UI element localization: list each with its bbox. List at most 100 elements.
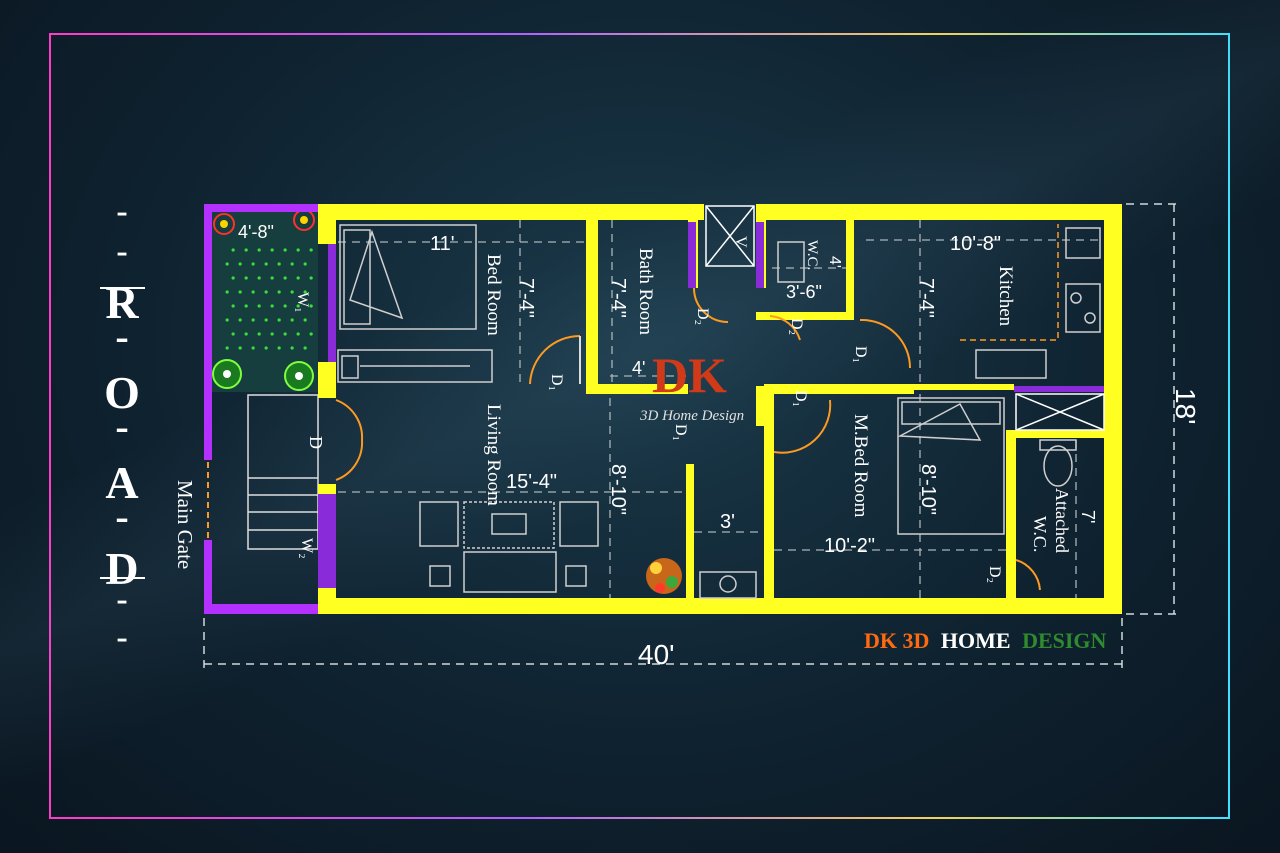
- inner-dimension-lines: [338, 220, 1104, 598]
- road-dash: -: [116, 619, 127, 656]
- kitchen-width-label: 10'-8": [950, 233, 1001, 255]
- overall-depth-label: 18': [1170, 388, 1201, 425]
- garden-dot: [225, 290, 229, 294]
- wc-depth-label: 3'-6": [786, 282, 822, 302]
- garden-dot: [244, 276, 248, 280]
- outer-dimension-lines: [203, 203, 1180, 670]
- opening-labels: W₁ W₂ D D₁ D₁ D₁ D₁ D₂ D₂ D₂ V: [294, 236, 1003, 583]
- logo-caption: 3D Home Design: [639, 408, 744, 424]
- attached-wc-seat-icon: [1039, 439, 1077, 487]
- bed-icon: [339, 224, 477, 330]
- door-d1-label-kitchen: D₁: [852, 346, 869, 363]
- window-frames: [318, 222, 1104, 588]
- living-room-label: Living Room: [483, 404, 504, 506]
- garden-dot: [290, 290, 294, 294]
- door-d1-label-mbed: D₁: [792, 390, 809, 407]
- dimension-labels: 40' 18' 4'-8" 11' 7'-4" 7'-4" 4' 4' 3'-6…: [238, 222, 1201, 670]
- garden-dot: [231, 332, 235, 336]
- garden-dot: [296, 276, 300, 280]
- garden-dot: [270, 248, 274, 252]
- attached-wc-ventilator: [1015, 393, 1105, 431]
- garden-dot: [264, 318, 268, 322]
- garden-dot: [290, 262, 294, 266]
- road-dash: -: [116, 233, 127, 270]
- garden-dot: [277, 262, 281, 266]
- room-labels: Bed Room Bath Room Kitchen Living Room M…: [173, 240, 1072, 569]
- garden-dot: [251, 290, 255, 294]
- garden-dot: [270, 332, 274, 336]
- road-letter-a: A: [105, 457, 138, 508]
- door-d2-label-bath: D₂: [694, 308, 711, 325]
- road-letter-o: O: [104, 367, 140, 418]
- garden-dot: [264, 262, 268, 266]
- road-letter-d: D: [105, 543, 138, 594]
- ventilator-v-label: V: [732, 236, 749, 248]
- kitchen-fixtures: [960, 224, 1101, 379]
- garden-dot: [296, 304, 300, 308]
- garden-dot: [309, 248, 313, 252]
- garden-dot: [309, 332, 313, 336]
- overall-width-label: 40': [638, 639, 675, 670]
- door-swings: [335, 287, 1041, 591]
- wardrobe-icon: [337, 349, 493, 383]
- door-d-label: D: [306, 436, 326, 449]
- garden-dot: [303, 346, 307, 350]
- window-w1-label: W₁: [294, 292, 311, 313]
- garden-dot: [283, 276, 287, 280]
- mbed-width-label: 10'-2": [824, 535, 875, 557]
- garden-dot: [270, 276, 274, 280]
- garden-dot: [303, 262, 307, 266]
- ventilator: [705, 205, 755, 267]
- garden-dot: [303, 318, 307, 322]
- bed-width-label: 11': [430, 233, 455, 255]
- attached-wc-label: Attached: [1052, 488, 1072, 553]
- wc-width-label: 4': [826, 256, 843, 268]
- house-walls: [318, 204, 1122, 614]
- garden-dot: [225, 318, 229, 322]
- garden-dots: [225, 248, 313, 350]
- compound-wall: [204, 204, 320, 614]
- road-label: - - R - O - A - D - -: [100, 193, 145, 656]
- garden-dot: [264, 346, 268, 350]
- bed-room-label: Bed Room: [483, 254, 504, 336]
- dk-logo: DK 3D Home Design: [639, 347, 744, 424]
- garden-dot: [290, 346, 294, 350]
- road-dash: -: [115, 314, 128, 359]
- garden-dot: [290, 318, 294, 322]
- living-width-label: 15'-4": [506, 471, 557, 493]
- attached-wc-depth-label: 7': [1078, 510, 1098, 523]
- mbed-depth-label: 8'-10": [917, 464, 939, 515]
- road-dash: -: [115, 494, 128, 539]
- door-d1-label-bath: D₁: [672, 424, 689, 441]
- door-d2-label-wc: D₂: [788, 318, 805, 335]
- door-d2-label-attached: D₂: [986, 566, 1003, 583]
- wc-label: W.C.: [804, 240, 820, 270]
- brand-part2: HOME: [941, 628, 1011, 653]
- road-dash: -: [115, 404, 128, 449]
- garden-dot: [238, 318, 242, 322]
- mbed-bed-icon: [897, 397, 1005, 535]
- garden-dot: [277, 346, 281, 350]
- garden-dot: [257, 276, 261, 280]
- garden-dot: [225, 262, 229, 266]
- logo-text: DK: [652, 347, 727, 403]
- road-letter-r: R: [105, 277, 139, 328]
- living-depth-label: 8'-10": [607, 464, 629, 515]
- door-d1-label-bedroom: D₁: [548, 374, 565, 391]
- garden-dot: [257, 304, 261, 308]
- garden-dot: [231, 304, 235, 308]
- bath-depth-label: 7'-4": [607, 278, 629, 318]
- brand-part1: DK 3D: [864, 628, 929, 653]
- garden-dot: [251, 318, 255, 322]
- plant-icon: [284, 361, 314, 391]
- garden-dot: [257, 248, 261, 252]
- brand-part3: DESIGN: [1022, 628, 1106, 653]
- garden-dot: [296, 248, 300, 252]
- road-dash: -: [116, 581, 127, 618]
- main-gate-label: Main Gate: [173, 480, 197, 569]
- garden-dot: [270, 304, 274, 308]
- staircase: [247, 394, 319, 550]
- garden-dot: [244, 248, 248, 252]
- garden-dot: [251, 346, 255, 350]
- plant-icons: [212, 209, 315, 391]
